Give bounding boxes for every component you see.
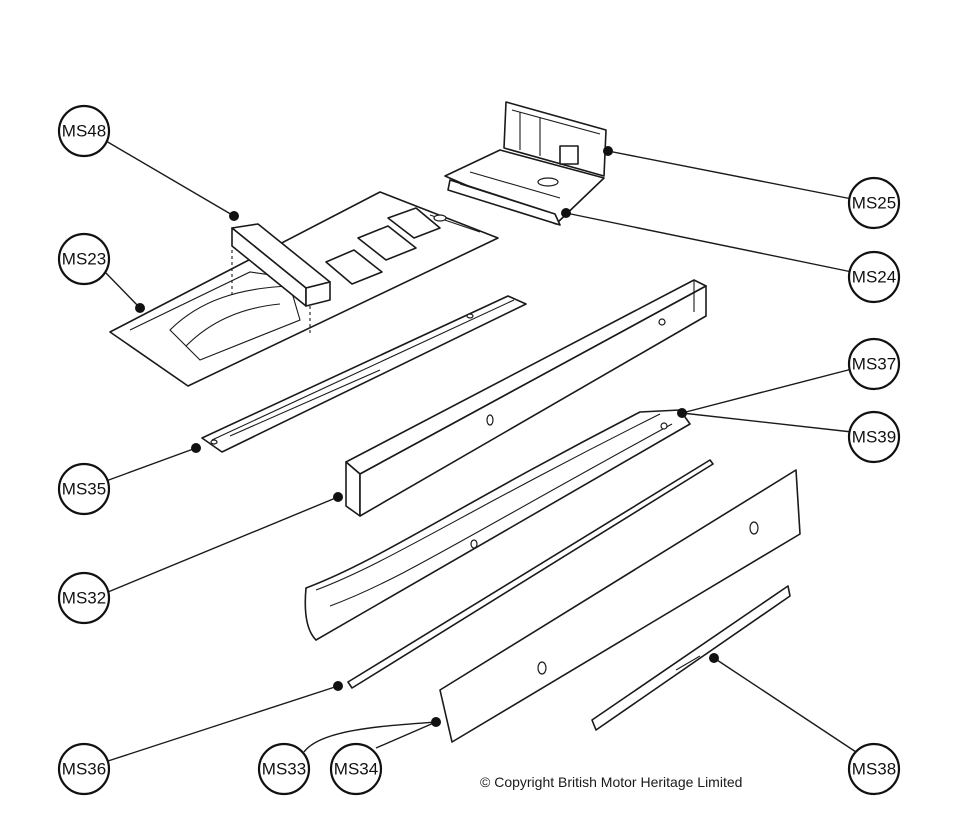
sill-cover-panel-part <box>439 469 801 743</box>
callout-ms35[interactable]: MS35 <box>57 462 111 516</box>
callout-label: MS38 <box>852 760 896 779</box>
callout-label: MS36 <box>62 760 106 779</box>
callout-label: MS24 <box>852 268 896 287</box>
inner-sill-part <box>345 279 707 517</box>
callout-ms36[interactable]: MS36 <box>57 742 111 796</box>
dot-ms32 <box>333 492 343 502</box>
outer-sill-part <box>304 409 691 641</box>
dot-ms36 <box>333 681 343 691</box>
leader-ms25 <box>607 150 853 200</box>
dot-ms33-ms34 <box>431 717 441 727</box>
dot-ms24 <box>561 208 571 218</box>
callout-ms34[interactable]: MS34 <box>329 742 383 796</box>
rear-floor-part <box>444 101 607 226</box>
callout-ms37[interactable]: MS37 <box>847 337 901 391</box>
floor-strip-part <box>201 295 527 453</box>
leader-ms38 <box>713 657 857 753</box>
callout-label: MS37 <box>852 355 896 374</box>
dot-ms37-ms39 <box>677 408 687 418</box>
kick-plate-part <box>591 585 791 731</box>
callout-ms23[interactable]: MS23 <box>57 232 111 286</box>
leader-ms33 <box>303 721 437 753</box>
dot-ms23 <box>135 303 145 313</box>
callout-label: MS33 <box>262 760 306 779</box>
callout-label: MS25 <box>852 194 896 213</box>
dot-ms48 <box>229 211 239 221</box>
dot-ms38 <box>709 653 719 663</box>
leader-ms34 <box>375 721 437 749</box>
leader-ms48 <box>105 140 235 217</box>
callout-label: MS35 <box>62 480 106 499</box>
dot-ms35 <box>191 443 201 453</box>
leader-ms39 <box>681 412 853 433</box>
callout-label: MS32 <box>62 589 106 608</box>
callout-ms32[interactable]: MS32 <box>57 571 111 625</box>
callout-ms33[interactable]: MS33 <box>257 742 311 796</box>
dot-ms25 <box>603 146 613 156</box>
callout-label: MS39 <box>852 428 896 447</box>
leader-lines <box>103 140 857 762</box>
callout-label: MS48 <box>62 122 106 141</box>
callout-ms24[interactable]: MS24 <box>847 250 901 304</box>
callout-ms48[interactable]: MS48 <box>57 104 111 158</box>
copyright-notice: © Copyright British Motor Heritage Limit… <box>480 774 743 790</box>
callout-ms25[interactable]: MS25 <box>847 176 901 230</box>
callout-label: MS34 <box>334 760 378 779</box>
leader-ms37 <box>681 368 853 414</box>
callout-ms38[interactable]: MS38 <box>847 742 901 796</box>
leader-ms36 <box>107 685 339 762</box>
leader-ms35 <box>105 447 197 482</box>
leader-ms32 <box>107 496 339 593</box>
leader-ms24 <box>565 212 853 273</box>
callout-label: MS23 <box>62 250 106 269</box>
callout-ms39[interactable]: MS39 <box>847 410 901 464</box>
front-floor-part <box>109 191 499 387</box>
leader-ms23 <box>103 270 141 309</box>
sill-finisher-strip-part <box>347 459 714 689</box>
